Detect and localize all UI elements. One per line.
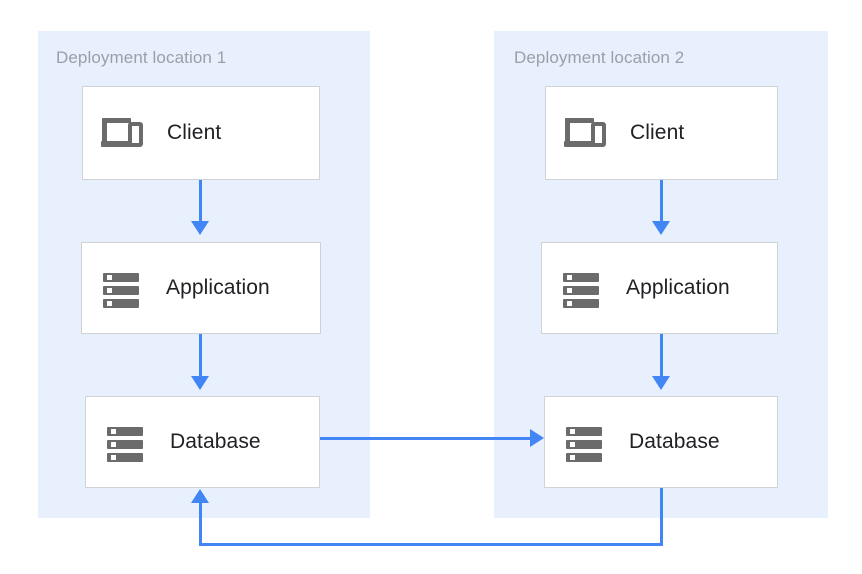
- node-client-2-label: Client: [630, 121, 685, 144]
- server-stack-icon: [104, 422, 150, 462]
- deployment-region-1-label: Deployment location 1: [56, 48, 227, 67]
- connector-database-2-to-database-1-vertical-right: [660, 488, 663, 546]
- node-database-1-label: Database: [170, 430, 261, 453]
- server-stack-icon: [100, 268, 146, 308]
- node-client-1[interactable]: Client: [82, 86, 320, 180]
- client-devices-icon: [101, 113, 147, 153]
- node-database-2[interactable]: Database: [544, 396, 778, 488]
- server-stack-icon: [563, 422, 609, 462]
- connector-application-1-to-database-1-line: [199, 334, 202, 378]
- connector-database-2-to-database-1-horizontal: [199, 543, 663, 546]
- node-application-1[interactable]: Application: [81, 242, 321, 334]
- node-application-1-label: Application: [166, 276, 270, 299]
- node-database-1[interactable]: Database: [85, 396, 320, 488]
- connector-client-1-to-application-1-arrowhead: [191, 221, 209, 235]
- deployment-region-2-label: Deployment location 2: [514, 48, 685, 67]
- connector-application-1-to-database-1-arrowhead: [191, 376, 209, 390]
- node-application-2-label: Application: [626, 276, 730, 299]
- connector-database-1-to-database-2-arrowhead: [530, 429, 544, 447]
- node-client-2[interactable]: Client: [545, 86, 778, 180]
- connector-application-2-to-database-2-line: [660, 334, 663, 378]
- server-stack-icon: [560, 268, 606, 308]
- node-client-1-label: Client: [167, 121, 222, 144]
- connector-client-1-to-application-1-line: [199, 180, 202, 223]
- node-application-2[interactable]: Application: [541, 242, 778, 334]
- node-database-2-label: Database: [629, 430, 720, 453]
- connector-client-2-to-application-2-arrowhead: [652, 221, 670, 235]
- client-devices-icon: [564, 113, 610, 153]
- connector-database-1-to-database-2-line: [320, 437, 533, 440]
- connector-database-2-to-database-1-vertical-left: [199, 503, 202, 545]
- connector-database-2-to-database-1-arrowhead: [191, 489, 209, 503]
- connector-client-2-to-application-2-line: [660, 180, 663, 223]
- connector-application-2-to-database-2-arrowhead: [652, 376, 670, 390]
